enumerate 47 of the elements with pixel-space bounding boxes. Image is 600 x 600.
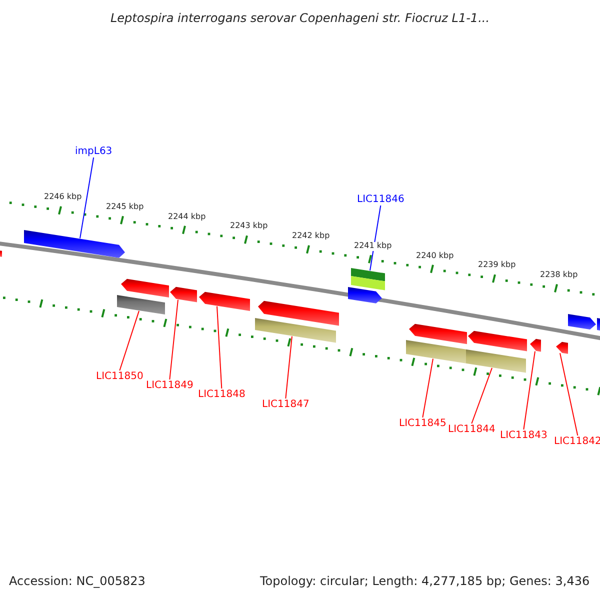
gene-label: LIC11843 (500, 430, 548, 441)
leader-line (119, 310, 140, 371)
scale-label: 2246 kbp (44, 193, 82, 202)
leader-line (169, 299, 178, 380)
gene-bar (255, 318, 336, 343)
gene-bar (351, 268, 385, 290)
gene-bar (406, 340, 466, 364)
scale-label: 2242 kbp (292, 232, 330, 241)
leader-line (80, 157, 94, 239)
scale-label: 2238 kbp (540, 271, 578, 280)
scale-label: 2241 kbp (354, 242, 392, 251)
scale-label: 2244 kbp (168, 212, 206, 222)
scale-label: 2245 kbp (106, 202, 144, 212)
genome-info-text: Topology: circular; Length: 4,277,185 bp; Genes: 3,436 (260, 575, 590, 588)
leader-line (422, 358, 434, 418)
title: Leptospira interrogans serovar Copenhageni str. Fiocruz L1-1... (109, 12, 491, 26)
leader-line (523, 350, 536, 430)
gene-label: LIC11842 (554, 436, 600, 447)
gene-bar (466, 349, 526, 373)
leader-line (370, 205, 382, 271)
scale-label: 2243 kbp (230, 222, 268, 232)
gene-label: impL63 (75, 146, 112, 157)
leader-line (560, 352, 578, 436)
gene-label: LIC11846 (357, 194, 404, 205)
gene-block (468, 330, 527, 352)
leader-line (285, 336, 292, 399)
leader-line (471, 367, 492, 424)
gene-label: LIC11844 (448, 424, 496, 435)
gene-label: LIC11848 (198, 389, 246, 400)
gene-label: LIC11847 (262, 399, 310, 410)
gene-block (170, 286, 197, 302)
leader-line (216, 306, 222, 389)
gene-block (556, 342, 568, 354)
scale-label: 2240 kbp (416, 252, 454, 260)
gene-block (199, 292, 250, 311)
gene-block (348, 287, 382, 304)
gene-block (258, 300, 339, 326)
gene-block (24, 230, 125, 258)
gene-block (409, 324, 467, 344)
gene-label: LIC11850 (96, 371, 144, 382)
gene-label: LIC11845 (399, 418, 446, 429)
accession-text: Accession: NC_005823 (9, 575, 146, 588)
scale-label: 2239 kbp (478, 261, 516, 270)
gene-bar (117, 295, 165, 314)
gene-block (568, 314, 596, 330)
gene-block (530, 338, 541, 352)
gene-label: LIC11849 (146, 380, 194, 391)
